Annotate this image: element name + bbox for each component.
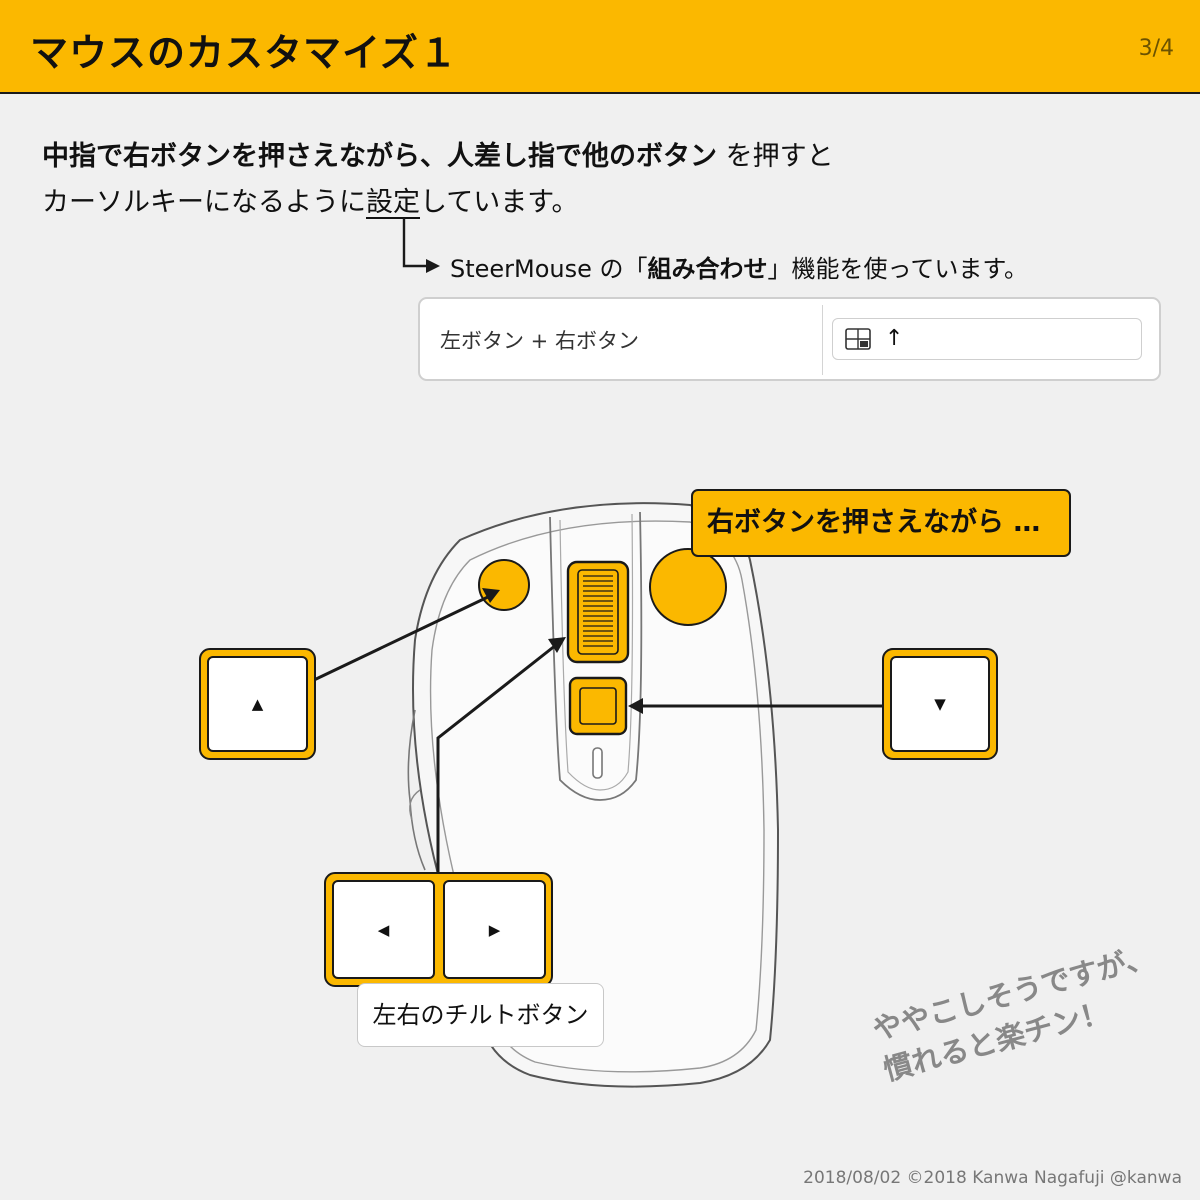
- note-after: 」機能を使っています。: [767, 255, 1028, 283]
- tilt-keys: ◀ ▶: [324, 872, 553, 987]
- arrowhead-wheel: [548, 637, 566, 653]
- middle-button-inner: [579, 687, 617, 725]
- note-before: SteerMouse の「: [450, 255, 648, 283]
- arrowhead-left-button: [482, 588, 500, 603]
- arrowhead-middle-button: [628, 698, 643, 714]
- key-down: ▼: [882, 648, 998, 760]
- lead-text: 中指で右ボタンを押さえながら、人差し指で他のボタン を押すと カーソルキーになる…: [42, 134, 834, 226]
- settings-panel: 左ボタン + 右ボタン ↑: [418, 297, 1161, 381]
- down-arrow-icon: ▼: [934, 695, 946, 713]
- lead-line2-before: カーソルキーになるように: [42, 187, 366, 218]
- arrow-tilt-to-wheel: [436, 643, 557, 872]
- left-button-marker: [478, 559, 530, 611]
- shortcut-field[interactable]: ↑: [832, 318, 1142, 360]
- panel-divider: [822, 305, 823, 375]
- mouse-side-notch: [409, 789, 421, 821]
- right-button-marker: [649, 548, 727, 626]
- lead-line2-after: しています。: [420, 187, 579, 218]
- note-bold: 組み合わせ: [647, 255, 768, 283]
- lead-normal: を押すと: [717, 141, 834, 172]
- key-right-cap: ▶: [443, 880, 546, 979]
- up-arrow-icon: ▲: [251, 695, 264, 713]
- tilt-button-label: 左右のチルトボタン: [357, 983, 604, 1047]
- mouse-slot: [592, 747, 603, 779]
- page-title: マウスのカスタマイズ１: [30, 31, 458, 75]
- mouse-center-channel-inner: [559, 513, 634, 791]
- callout-right-button: 右ボタンを押さえながら …: [691, 489, 1071, 557]
- keyboard-icon: [845, 328, 871, 350]
- mouse-side-buttons: [407, 709, 426, 871]
- right-arrow-icon: ▶: [488, 920, 501, 939]
- page-number: 3/4: [1138, 36, 1174, 61]
- note-connector: [402, 218, 430, 268]
- steermouse-note: SteerMouse の「組み合わせ」機能を使っています。: [450, 249, 1028, 284]
- shortcut-value: ↑: [885, 326, 904, 351]
- key-down-cap: ▼: [890, 656, 990, 752]
- key-left-cap: ◀: [332, 880, 435, 979]
- arrow-up-to-left-button: [313, 594, 491, 682]
- scroll-wheel-ridges: [583, 575, 613, 647]
- note-connector-arrowhead: [426, 259, 440, 273]
- combo-label: 左ボタン + 右ボタン: [440, 329, 639, 353]
- footer-credit: 2018/08/02 ©2018 Kanwa Nagafuji @kanwa: [803, 1168, 1182, 1188]
- key-up: ▲: [199, 648, 316, 760]
- left-arrow-icon: ◀: [377, 920, 390, 939]
- mouse-center-channel: [549, 511, 643, 801]
- lead-underlined: 設定: [366, 187, 420, 218]
- lead-bold: 中指で右ボタンを押さえながら、人差し指で他のボタン: [42, 141, 717, 172]
- header-bar: マウスのカスタマイズ１ 3/4: [0, 0, 1200, 94]
- key-up-cap: ▲: [207, 656, 308, 752]
